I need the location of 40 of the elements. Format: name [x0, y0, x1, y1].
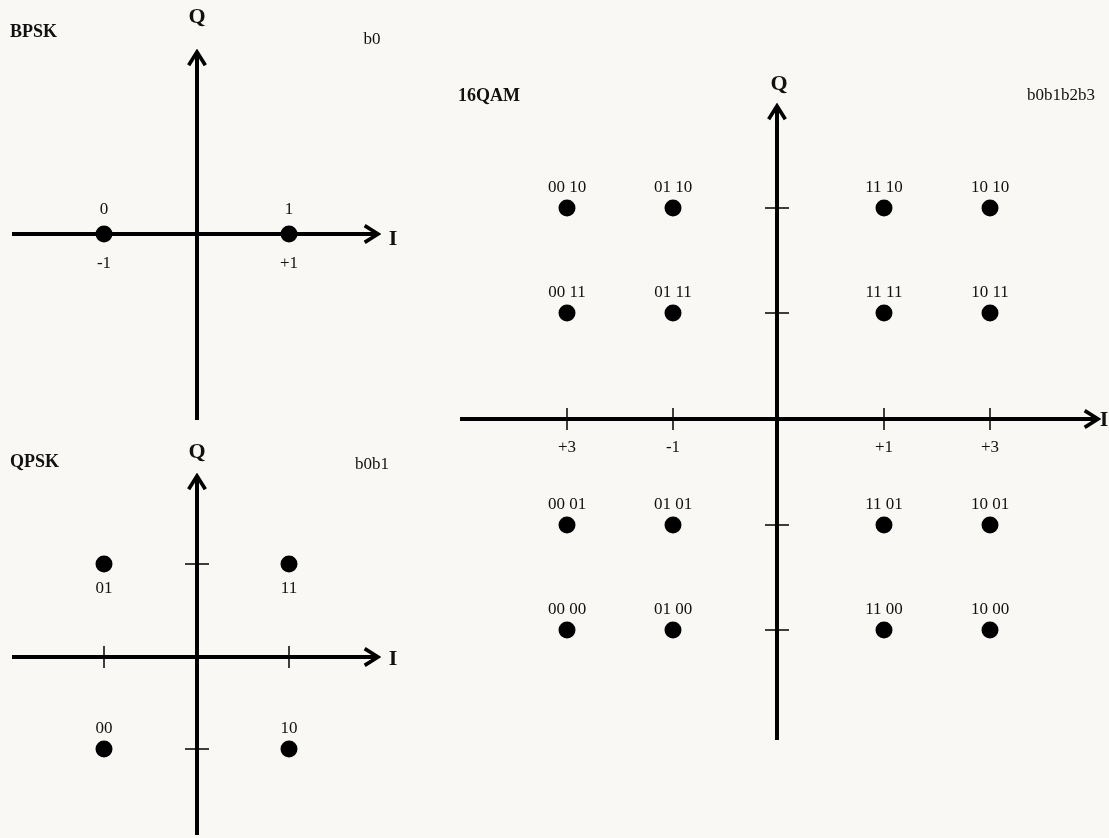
tick-label: -1	[665, 437, 681, 455]
tick-label: +1	[279, 253, 299, 271]
axis-label: Q	[188, 5, 206, 27]
bit-label: 11 01	[865, 494, 903, 512]
bit-label: 01	[95, 578, 113, 596]
bit-order-label: b0b1b2b3	[1027, 85, 1095, 103]
axis-label: Q	[770, 72, 788, 94]
bit-order-label: b0	[363, 29, 381, 47]
tick-label: +3	[980, 437, 1000, 455]
panel-heading: QPSK	[10, 452, 59, 470]
axis-label: I	[388, 647, 398, 669]
bit-label: 10 01	[970, 494, 1010, 512]
bit-label: 10 11	[971, 282, 1009, 300]
bit-label: 10 00	[970, 599, 1010, 617]
bit-label: 11 00	[865, 599, 903, 617]
axis-label: I	[388, 227, 398, 249]
bit-order-label: b0b1	[355, 454, 389, 472]
bit-label: 0	[99, 199, 109, 217]
bit-label: 00 00	[547, 599, 587, 617]
panel-heading: BPSK	[10, 22, 57, 40]
bit-label: 00 01	[547, 494, 587, 512]
bit-label: 01 01	[653, 494, 693, 512]
axis-label: Q	[188, 440, 206, 462]
panel-heading: 16QAM	[458, 86, 520, 104]
bit-label: 00	[95, 718, 113, 736]
bit-label: 11	[280, 578, 298, 596]
tick-label: +1	[874, 437, 894, 455]
bit-label: 1	[284, 199, 294, 217]
bit-label: 11 11	[865, 282, 903, 300]
bit-label: 01 10	[653, 177, 693, 195]
bit-label: 10 10	[970, 177, 1010, 195]
bit-label: 00 10	[547, 177, 587, 195]
bit-label: 00 11	[548, 282, 586, 300]
tick-label: -1	[96, 253, 112, 271]
bit-label: 01 00	[653, 599, 693, 617]
bit-label: 10	[280, 718, 298, 736]
tick-label: +3	[557, 437, 577, 455]
bit-label: 11 10	[865, 177, 903, 195]
axis-label: I	[1099, 408, 1109, 430]
bit-label: 01 11	[654, 282, 692, 300]
